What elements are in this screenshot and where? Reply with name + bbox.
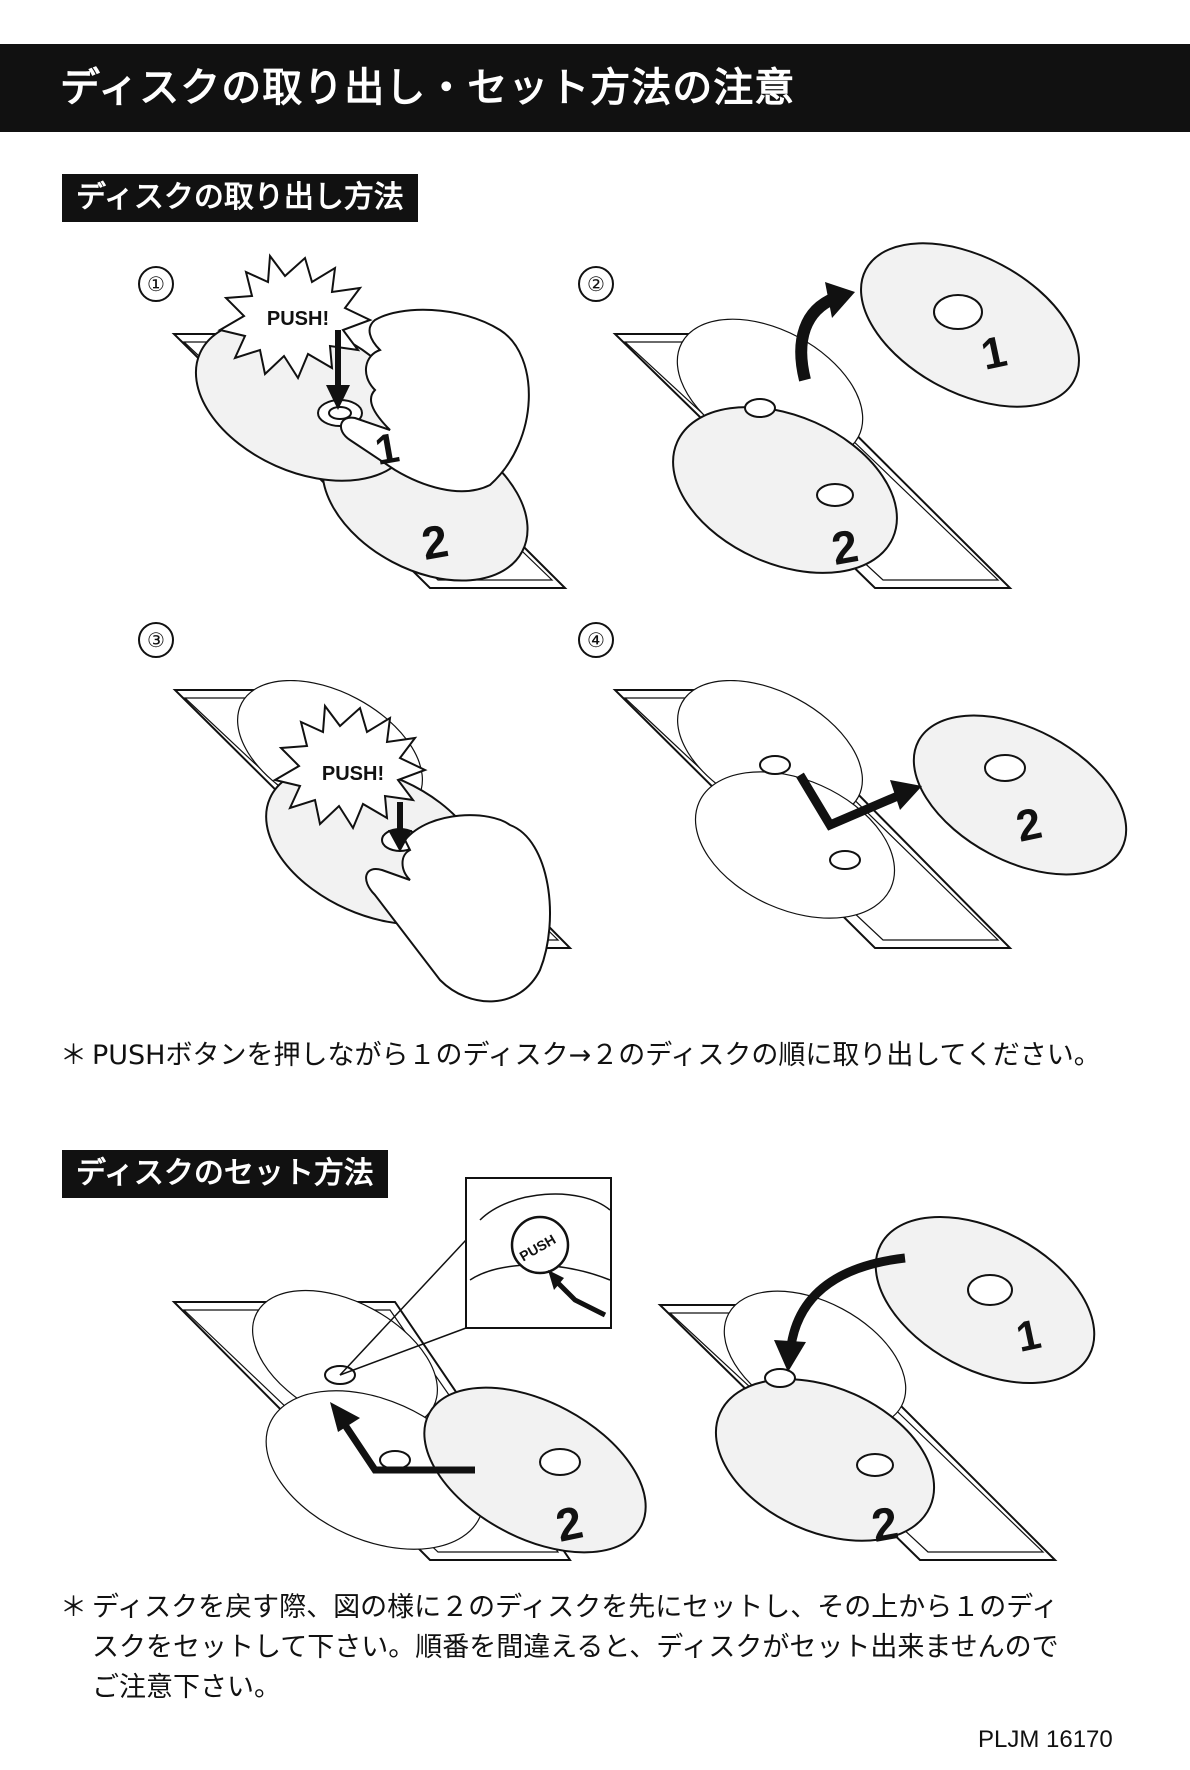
removal-note: ＊PUSHボタンを押しながら１のディスク→２のディスクの順に取り出してください。 [60, 1036, 1101, 1076]
hand [365, 814, 551, 1003]
step-1-illustration: PUSH! 1 2 [171, 253, 568, 589]
set-note-line-2: スクをセットして下さい。順番を間違えると、ディスクがセット出来ませんので [92, 1632, 1059, 1663]
disc-2 [714, 1378, 936, 1542]
set-arrow-1 [785, 1253, 906, 1356]
disc-2 [912, 714, 1128, 876]
set-note-line-3: ご注意下さい。 [92, 1672, 281, 1703]
set-figure-2: 1 2 [657, 1216, 1096, 1561]
removal-note-text: PUSHボタンを押しながら１のディスク→２のディスクの順に取り出してください。 [92, 1040, 1101, 1071]
push-burst-3 [272, 703, 428, 831]
push-burst-1 [217, 253, 373, 381]
removal-heading: ディスクの取り出し方法 [62, 174, 418, 222]
inset-push-button [510, 1215, 570, 1275]
center-hub [816, 483, 854, 507]
remove-arrow [796, 772, 902, 831]
push-label-1: PUSH! [267, 308, 329, 330]
down-arrow-3 [388, 830, 412, 852]
down-arrow-1 [326, 385, 350, 410]
lift-arrow [795, 292, 838, 382]
push-label-3: PUSH! [322, 763, 384, 785]
set-arrow-2 [342, 1423, 475, 1474]
disc-2 [672, 406, 898, 574]
disc-1 [860, 242, 1080, 408]
step-number-1: ① [138, 266, 174, 302]
set-note-line-1: ディスクを戻す際、図の様に２のディスクを先にセットし、その上から１のディ [92, 1592, 1059, 1623]
step-number-3: ③ [138, 622, 174, 658]
step-2-illustration: 1 2 [612, 242, 1080, 589]
step-3-illustration: PUSH! [172, 680, 573, 1003]
set-heading: ディスクのセット方法 [62, 1150, 388, 1198]
note-bullet: ＊ [60, 1592, 87, 1623]
hand [340, 308, 530, 493]
set-figure-1: PUSH 2 [171, 1177, 647, 1561]
product-code: PLJM 16170 [978, 1726, 1113, 1753]
note-bullet: ＊ [60, 1040, 87, 1071]
disc-2 [423, 1386, 647, 1554]
step-number-4: ④ [578, 622, 614, 658]
page-title: ディスクの取り出し・セット方法の注意 [0, 44, 1190, 132]
step-number-2: ② [578, 266, 614, 302]
set-note: ＊ディスクを戻す際、図の様に２のディスクを先にセットし、その上から１のディ スク… [60, 1588, 1059, 1708]
step-4-illustration: 2 [612, 680, 1128, 949]
inset-arrow [553, 1278, 607, 1318]
